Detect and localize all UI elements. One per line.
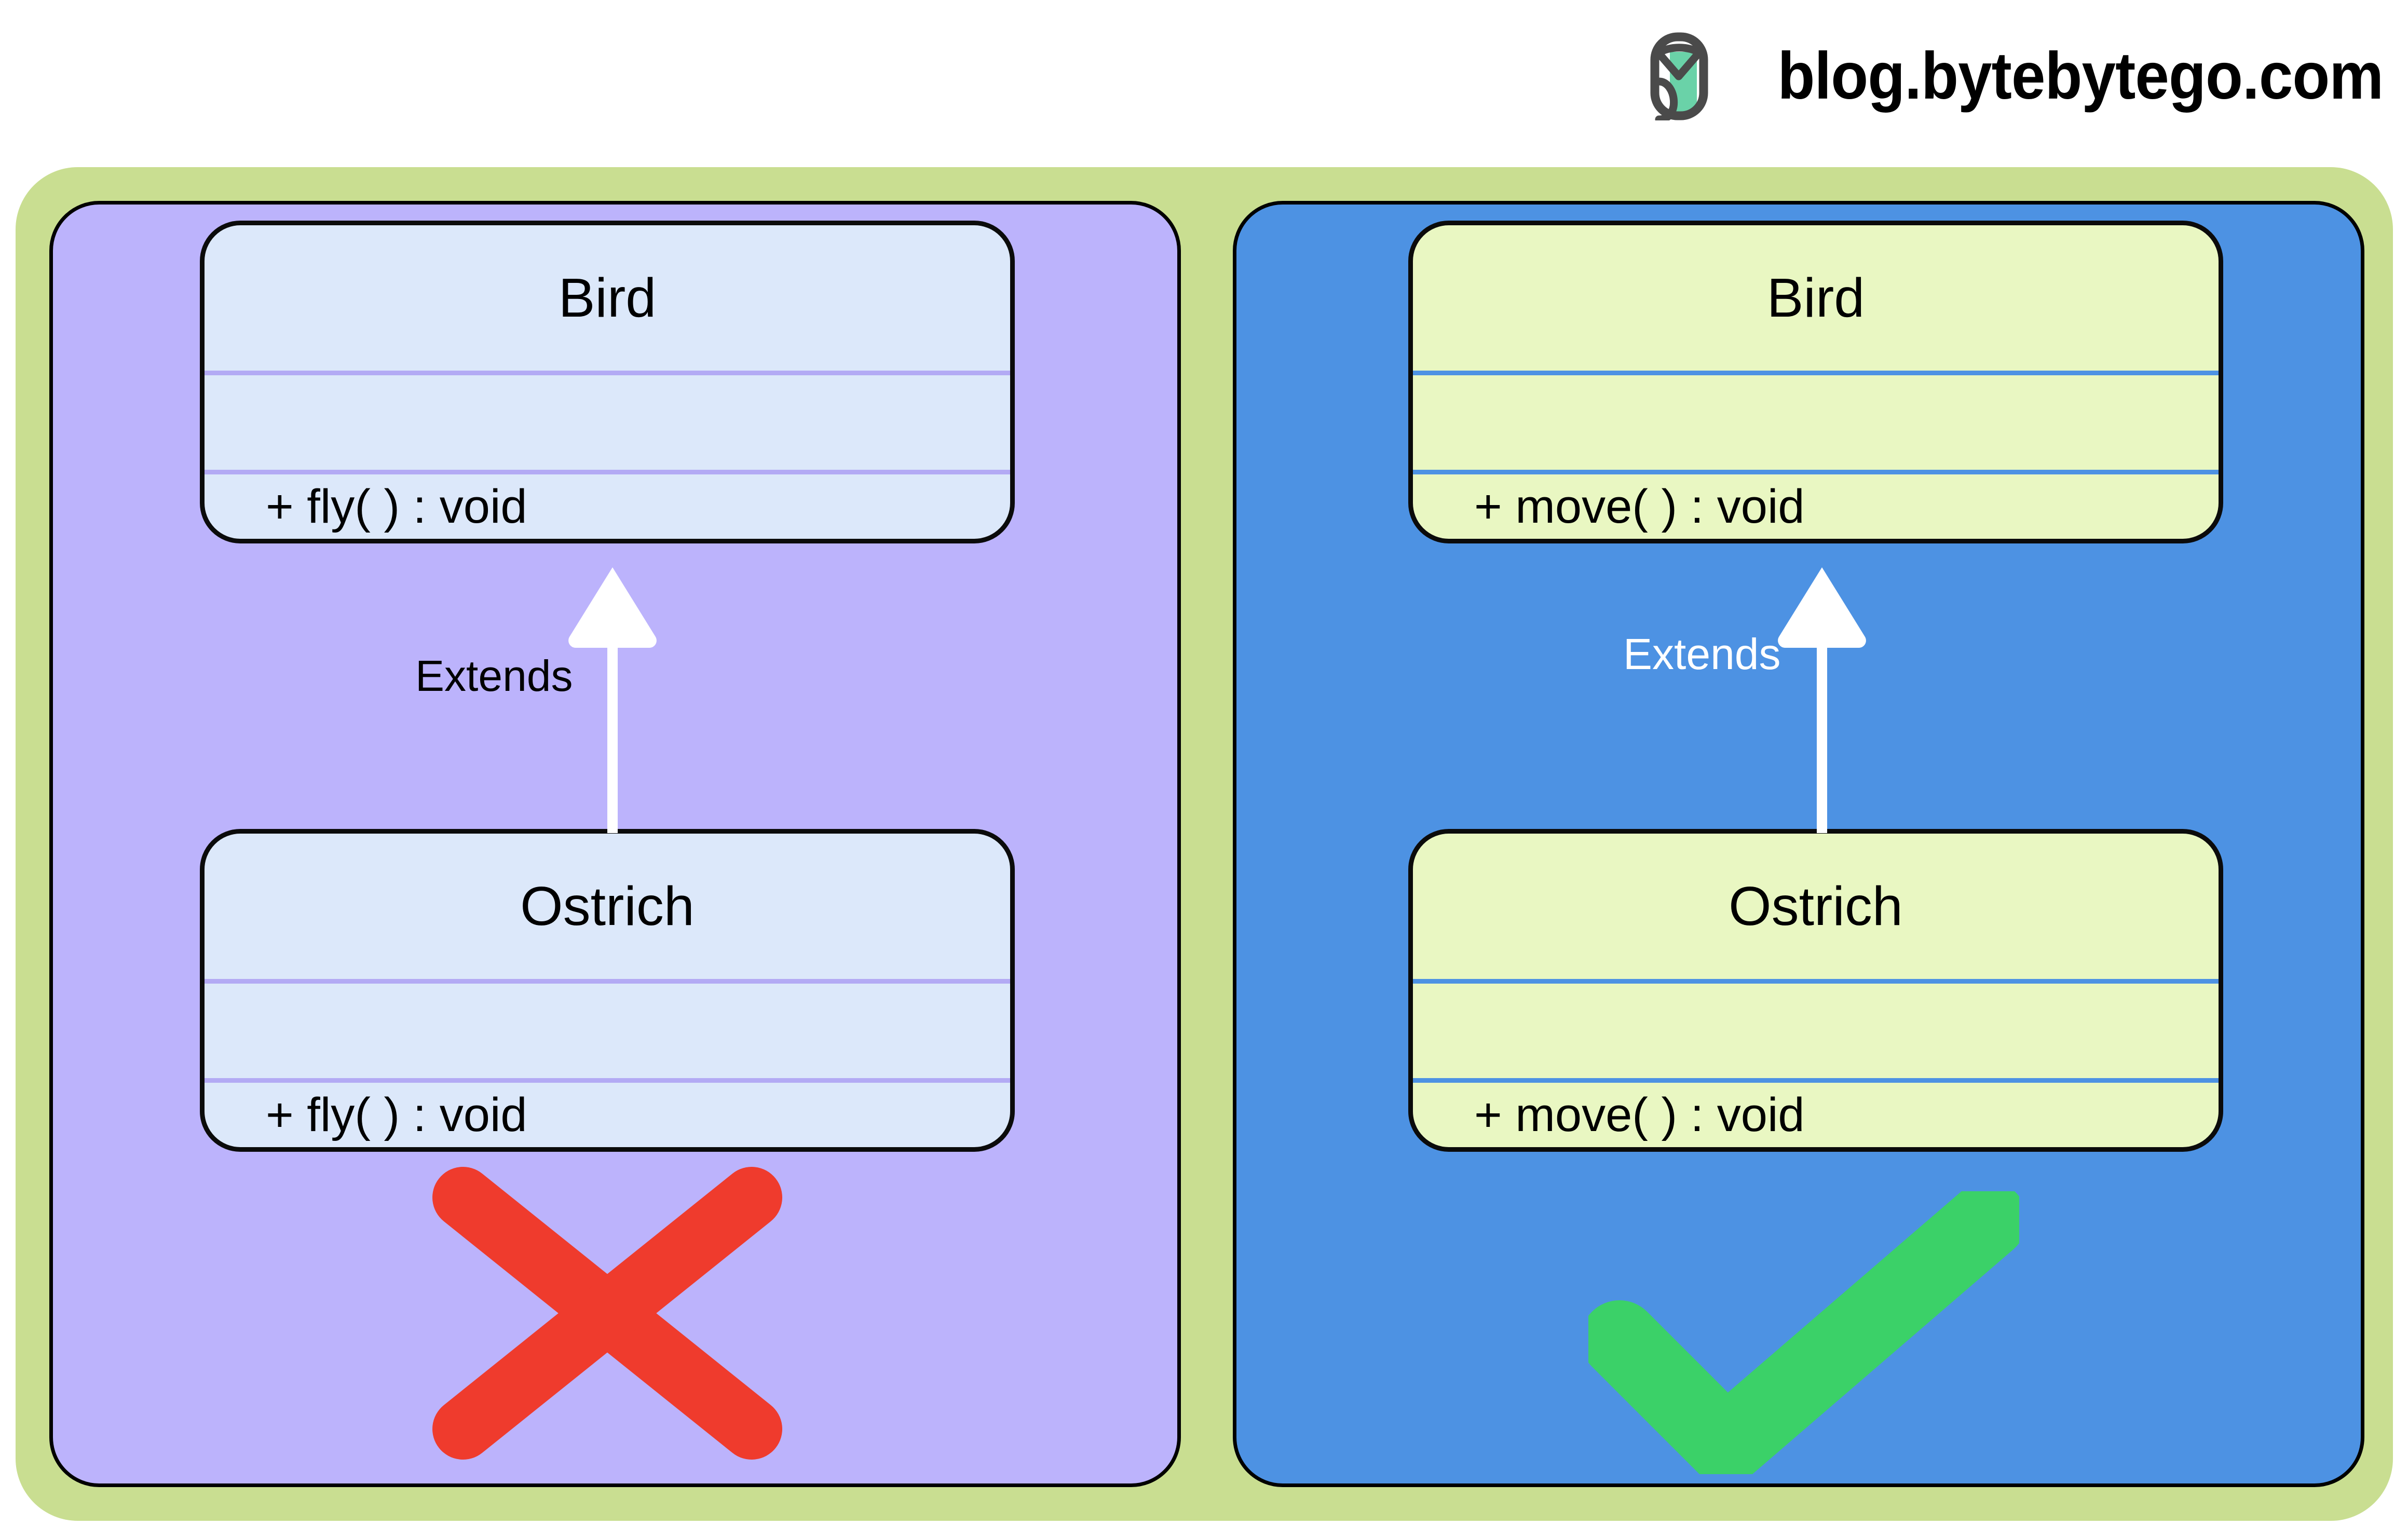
class-title: Ostrich xyxy=(520,876,695,937)
extends-label-good: Extends xyxy=(1623,630,1781,678)
class-operation: + move( ) : void xyxy=(1474,480,1805,533)
class-title: Bird xyxy=(1766,267,1865,329)
class-name-section: Ostrich xyxy=(1413,834,2219,979)
bytebytego-logo-icon xyxy=(1649,32,1709,124)
uml-class-bird-bad: Bird + fly( ) : void xyxy=(200,221,1015,543)
uml-class-ostrich-good: Ostrich + move( ) : void xyxy=(1408,829,2223,1152)
class-operation: + fly( ) : void xyxy=(266,480,527,533)
class-separator-attributes xyxy=(205,979,1010,984)
class-title: Bird xyxy=(558,267,657,329)
class-name-section: Bird xyxy=(205,225,1010,371)
class-operations-section: + move( ) : void xyxy=(1413,1083,2219,1147)
class-attributes-section xyxy=(1413,375,2219,470)
class-operation: + move( ) : void xyxy=(1474,1088,1805,1141)
class-attributes-section xyxy=(1413,984,2219,1078)
uml-class-ostrich-bad: Ostrich + fly( ) : void xyxy=(200,829,1015,1152)
class-separator-operations xyxy=(205,1078,1010,1083)
class-operations-section: + move( ) : void xyxy=(1413,474,2219,539)
class-name-section: Ostrich xyxy=(205,834,1010,979)
class-attributes-section xyxy=(205,375,1010,470)
site-url-text: blog.bytebytego.com xyxy=(1777,39,2384,113)
class-separator-attributes xyxy=(205,371,1010,375)
class-separator-operations xyxy=(1413,470,2219,474)
class-attributes-section xyxy=(205,984,1010,1078)
class-separator-attributes xyxy=(1413,371,2219,375)
class-separator-attributes xyxy=(1413,979,2219,984)
brand-watermark: blog.bytebytego.com xyxy=(1649,32,2384,124)
extends-label-bad: Extends xyxy=(415,651,573,700)
class-operations-section: + fly( ) : void xyxy=(205,1083,1010,1147)
uml-class-bird-good: Bird + move( ) : void xyxy=(1408,221,2223,543)
class-title: Ostrich xyxy=(1729,876,1903,937)
class-name-section: Bird xyxy=(1413,225,2219,371)
class-separator-operations xyxy=(205,470,1010,474)
class-separator-operations xyxy=(1413,1078,2219,1083)
class-operations-section: + fly( ) : void xyxy=(205,474,1010,539)
class-operation: + fly( ) : void xyxy=(266,1088,527,1141)
